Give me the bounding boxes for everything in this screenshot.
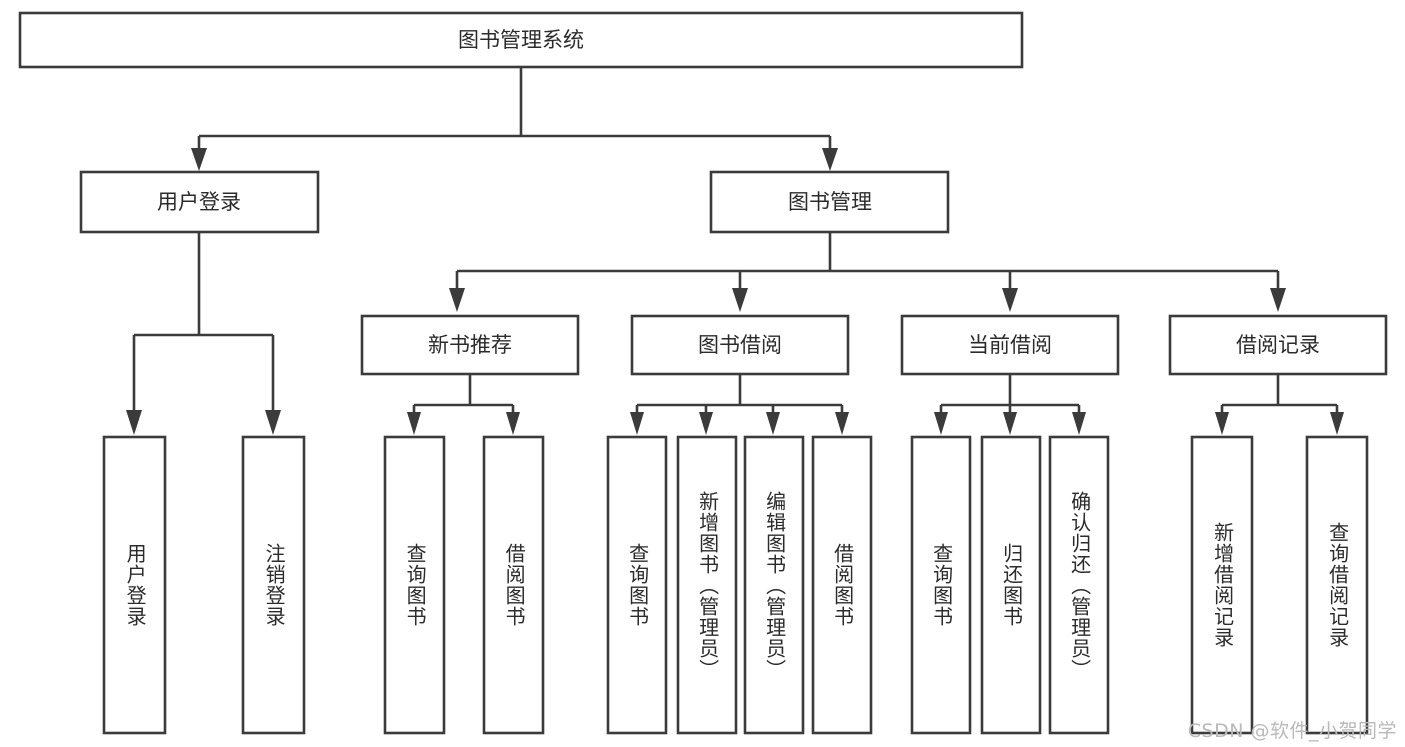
- connector-bookmgmt-to-level3: [449, 233, 1286, 312]
- node-book-management-label: 图书管理: [788, 190, 872, 214]
- node-borrow-record[interactable]: 借阅记录: [1168, 314, 1388, 376]
- node-book-borrow[interactable]: 图书借阅: [630, 314, 850, 376]
- leaf-user-login-2[interactable]: [241, 435, 306, 735]
- leaf-user-login-1[interactable]: [102, 435, 167, 735]
- leaf-borrow-record-2[interactable]: [1305, 435, 1369, 735]
- node-root-system[interactable]: 图书管理系统: [18, 11, 1024, 69]
- node-new-book-recommend-label: 新书推荐: [428, 333, 512, 357]
- node-book-management[interactable]: 图书管理: [709, 170, 950, 234]
- connector-root-to-level2: [191, 67, 838, 171]
- leaf-book-borrow-2[interactable]: [676, 435, 738, 735]
- node-user-login[interactable]: 用户登录: [79, 170, 320, 234]
- connector-bookborrow-to-leaves: [630, 374, 849, 435]
- leaf-book-borrow-4[interactable]: [811, 435, 873, 735]
- leaf-book-borrow-1[interactable]: [606, 435, 668, 735]
- leaf-current-borrow-3[interactable]: [1048, 435, 1110, 735]
- connector-borrowrecord-to-leaves: [1215, 374, 1344, 435]
- node-new-book-recommend[interactable]: 新书推荐: [360, 314, 580, 376]
- leaf-current-borrow-1[interactable]: [910, 435, 972, 735]
- connector-newbook-to-leaves: [407, 374, 520, 435]
- leaf-current-borrow-2[interactable]: [980, 435, 1042, 735]
- leaf-borrow-record-1[interactable]: [1190, 435, 1254, 735]
- node-current-borrow-label: 当前借阅: [968, 333, 1052, 357]
- node-root-system-label: 图书管理系统: [458, 28, 584, 52]
- node-borrow-record-label: 借阅记录: [1236, 333, 1320, 357]
- leaf-new-book-1[interactable]: [383, 435, 446, 735]
- leaf-book-borrow-3[interactable]: [743, 435, 805, 735]
- connector-currentborrow-to-leaves: [934, 374, 1086, 435]
- node-book-borrow-label: 图书借阅: [698, 333, 782, 357]
- node-user-login-label: 用户登录: [157, 190, 241, 214]
- leaf-new-book-2[interactable]: [482, 435, 545, 735]
- node-current-borrow[interactable]: 当前借阅: [900, 314, 1120, 376]
- csdn-watermark: CSDN @软件_小贺同学: [1187, 720, 1397, 742]
- connector-userlogin-to-leaves: [126, 232, 281, 435]
